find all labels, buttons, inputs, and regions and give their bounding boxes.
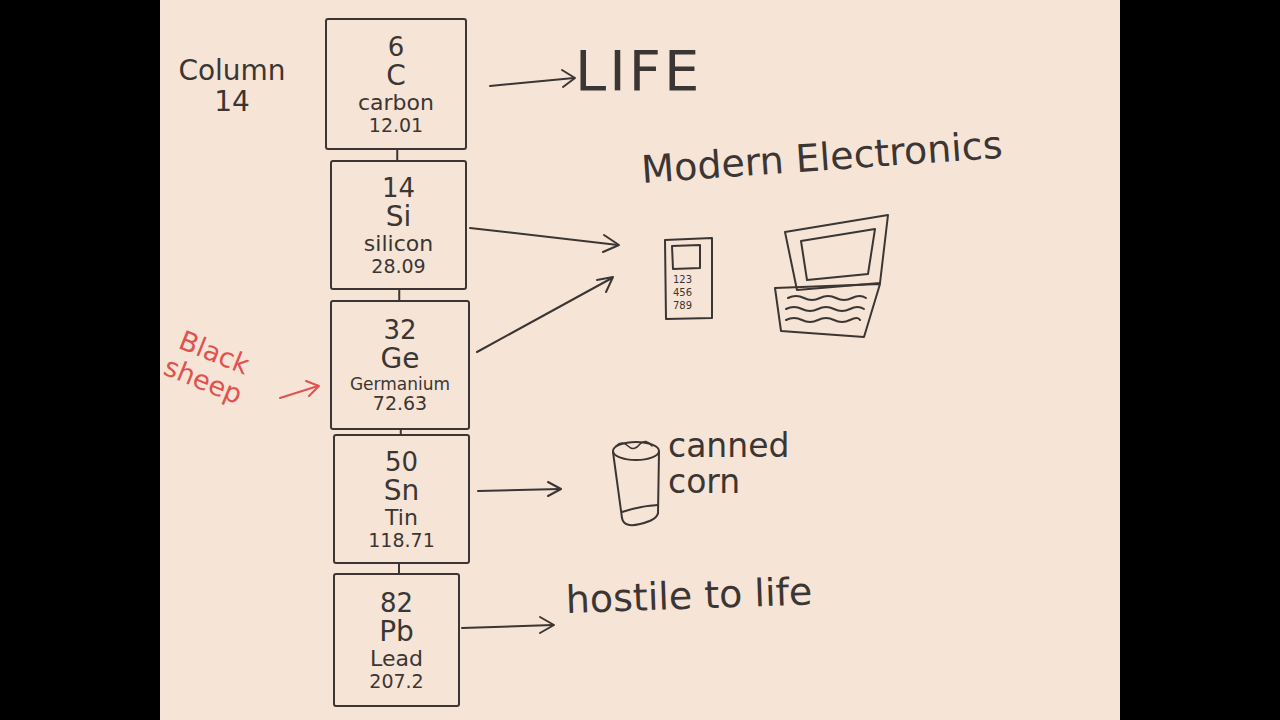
- keypad-text: 456: [673, 287, 692, 298]
- arrow-line: [470, 228, 618, 245]
- connector-line: [398, 564, 400, 573]
- atomic-mass: 12.01: [369, 115, 423, 136]
- element-box: 14Sisilicon28.09: [330, 160, 467, 290]
- arrowhead: [540, 617, 554, 633]
- laptop-lid: [785, 215, 888, 290]
- element-symbol: C: [386, 61, 406, 91]
- arrow-line: [490, 78, 574, 86]
- can-bottom: [622, 513, 658, 525]
- can-corn: [616, 441, 652, 448]
- element-name: Lead: [370, 647, 423, 671]
- connector-line: [396, 150, 398, 160]
- element-box: 6Ccarbon12.01: [325, 18, 467, 150]
- atomic-mass: 72.63: [373, 393, 427, 414]
- arrowhead: [603, 235, 619, 252]
- element-name: Tin: [385, 506, 418, 530]
- element-symbol: Ge: [381, 344, 420, 374]
- atomic-number: 82: [380, 589, 413, 617]
- arrowhead: [562, 70, 575, 87]
- keypad-text: 789: [673, 300, 692, 311]
- can-side: [613, 452, 622, 518]
- element-box: 50SnTin118.71: [333, 434, 470, 564]
- connector-line: [398, 290, 400, 300]
- element-symbol: Si: [386, 202, 412, 232]
- atomic-number: 14: [382, 174, 415, 202]
- element-box: 82PbLead207.2: [333, 573, 460, 707]
- element-name: carbon: [358, 91, 434, 115]
- atomic-number: 6: [388, 33, 405, 61]
- atomic-mass: 118.71: [368, 530, 434, 551]
- atomic-number: 32: [383, 316, 416, 344]
- element-symbol: Sn: [384, 476, 420, 506]
- use-label: LIFE: [575, 40, 702, 102]
- keypad-text: 123: [673, 274, 692, 285]
- arrowhead: [597, 277, 613, 292]
- arrow-line: [462, 625, 553, 628]
- laptop-base: [775, 284, 880, 337]
- element-name: Germanium: [350, 375, 450, 393]
- element-box: 32GeGermanium72.63: [330, 300, 470, 430]
- keyboard-line: [786, 318, 860, 322]
- atomic-mass: 28.09: [371, 256, 425, 277]
- use-label: canned corn: [668, 428, 808, 501]
- can-rim: [622, 505, 658, 512]
- group-label: Column 14: [168, 56, 296, 118]
- phone-body: [665, 238, 712, 319]
- keyboard-line: [786, 307, 864, 311]
- use-label: hostile to life: [565, 571, 813, 621]
- element-name: silicon: [364, 232, 433, 256]
- arrowhead: [306, 381, 319, 396]
- can-top: [613, 442, 659, 460]
- element-symbol: Pb: [379, 617, 414, 647]
- atomic-number: 50: [385, 448, 418, 476]
- arrow-line: [478, 489, 560, 491]
- arrow-line: [477, 278, 612, 352]
- arrowhead: [548, 482, 561, 496]
- keyboard-line: [788, 296, 866, 300]
- can-side: [658, 452, 659, 513]
- phone-screen: [672, 245, 700, 269]
- atomic-mass: 207.2: [369, 671, 423, 692]
- laptop-screen: [801, 229, 875, 280]
